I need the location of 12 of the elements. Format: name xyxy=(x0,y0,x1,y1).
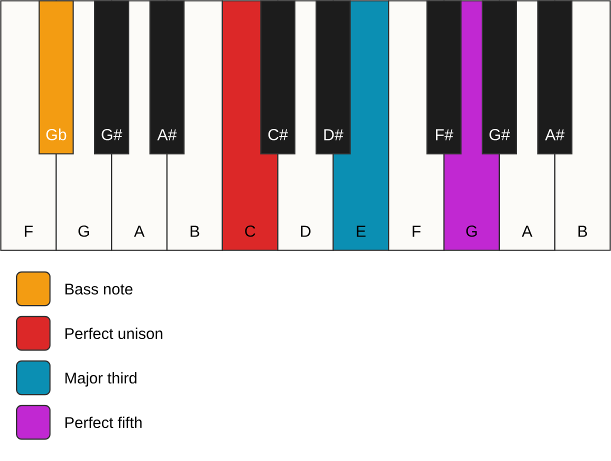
piano-key: C# xyxy=(260,0,296,154)
piano-key: A# xyxy=(149,0,185,154)
piano-key: G# xyxy=(482,0,517,154)
legend-label: Major third xyxy=(65,372,136,387)
legend-label: Bass note xyxy=(65,284,132,295)
piano-key: D# xyxy=(316,0,351,154)
legend-label: Perfect fifth xyxy=(65,416,142,428)
legend-label: Perfect unison xyxy=(65,328,162,340)
piano-key: G# xyxy=(94,0,130,154)
piano-key: A# xyxy=(537,0,572,154)
piano-key: Gb xyxy=(38,0,74,154)
piano-key: F# xyxy=(426,0,462,154)
